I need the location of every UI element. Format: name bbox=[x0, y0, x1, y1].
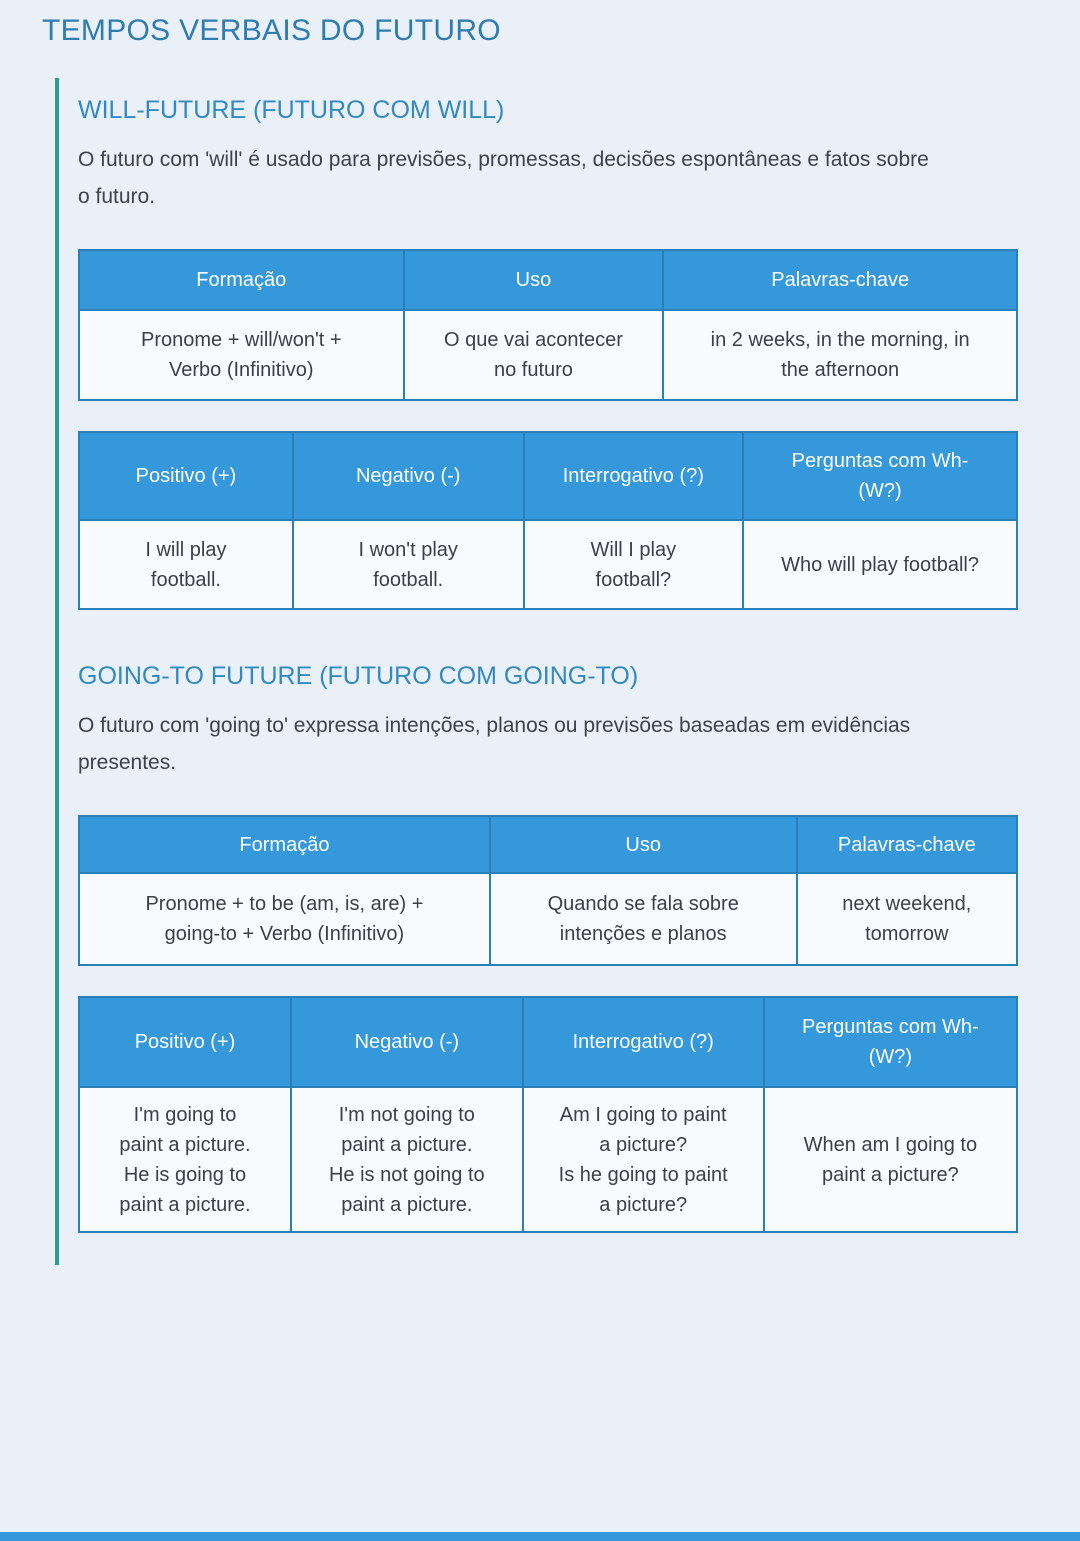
table-row: I'm going to paint a picture. He is goin… bbox=[78, 1086, 1019, 1233]
header-cell-palavras-chave: Palavras-chave bbox=[662, 249, 1018, 311]
cell-negativo: I won't play football. bbox=[291, 519, 525, 610]
section-heading-going-to: GOING-TO FUTURE (FUTURO COM GOING-TO) bbox=[78, 662, 639, 690]
cell-palavras-chave: in 2 weeks, in the morning, in the after… bbox=[662, 309, 1018, 401]
header-cell-uso: Uso bbox=[488, 815, 798, 874]
page-bottom-accent-bar bbox=[0, 1532, 1080, 1541]
cell-palavras-chave: next weekend, tomorrow bbox=[795, 872, 1019, 966]
section-will-future: WILL-FUTURE (FUTURO COM WILL) O futuro c… bbox=[78, 96, 1018, 610]
header-cell-interrogativo: Interrogativo (?) bbox=[522, 431, 745, 521]
table-row: Pronome + will/won't + Verbo (Infinitivo… bbox=[78, 309, 1018, 401]
will-formation-table: Formação Uso Palavras-chave Pronome + wi… bbox=[78, 249, 1018, 401]
page-title: TEMPOS VERBAIS DO FUTURO bbox=[42, 14, 501, 47]
section-description-going-to: O futuro com 'going to' expressa intençõ… bbox=[78, 714, 911, 774]
cell-wh-questions: Who will play football? bbox=[742, 519, 1018, 610]
section-heading-will: WILL-FUTURE (FUTURO COM WILL) bbox=[78, 96, 505, 124]
cell-formacao: Pronome + to be (am, is, are) + going-to… bbox=[78, 872, 491, 966]
table-row: Pronome + to be (am, is, are) + going-to… bbox=[78, 872, 1019, 966]
header-cell-uso: Uso bbox=[402, 249, 665, 311]
table-header-row: Formação Uso Palavras-chave bbox=[78, 249, 1018, 311]
table-header-row: Positivo (+) Negativo (-) Interrogativo … bbox=[78, 996, 1019, 1088]
cell-formacao: Pronome + will/won't + Verbo (Infinitivo… bbox=[78, 309, 405, 401]
cell-negativo: I'm not going to paint a picture. He is … bbox=[289, 1086, 524, 1233]
header-cell-interrogativo: Interrogativo (?) bbox=[521, 996, 765, 1088]
header-cell-wh-questions: Perguntas com Wh- (W?) bbox=[762, 996, 1019, 1088]
header-cell-formacao: Formação bbox=[78, 815, 491, 874]
header-cell-wh-questions: Perguntas com Wh- (W?) bbox=[742, 431, 1018, 521]
header-cell-palavras-chave: Palavras-chave bbox=[795, 815, 1019, 874]
going-to-forms-table: Positivo (+) Negativo (-) Interrogativo … bbox=[78, 996, 1019, 1233]
header-cell-negativo: Negativo (-) bbox=[289, 996, 524, 1088]
header-cell-formacao: Formação bbox=[78, 249, 405, 311]
table-row: I will play football. I won't play footb… bbox=[78, 519, 1018, 610]
content-area: WILL-FUTURE (FUTURO COM WILL) O futuro c… bbox=[55, 78, 1019, 1265]
section-going-to-future: GOING-TO FUTURE (FUTURO COM GOING-TO) O … bbox=[78, 662, 1019, 1233]
section-divider-gap bbox=[78, 640, 1018, 646]
header-cell-positivo: Positivo (+) bbox=[78, 996, 292, 1088]
going-to-formation-table: Formação Uso Palavras-chave Pronome + to… bbox=[78, 815, 1019, 966]
cell-interrogativo: Will I play football? bbox=[522, 519, 745, 610]
cell-interrogativo: Am I going to paint a picture? Is he goi… bbox=[521, 1086, 765, 1233]
will-forms-table: Positivo (+) Negativo (-) Interrogativo … bbox=[78, 431, 1018, 610]
header-cell-negativo: Negativo (-) bbox=[291, 431, 525, 521]
cell-positivo: I'm going to paint a picture. He is goin… bbox=[78, 1086, 292, 1233]
cell-wh-questions: When am I going to paint a picture? bbox=[762, 1086, 1019, 1233]
table-header-row: Positivo (+) Negativo (-) Interrogativo … bbox=[78, 431, 1018, 521]
table-header-row: Formação Uso Palavras-chave bbox=[78, 815, 1019, 874]
header-cell-positivo: Positivo (+) bbox=[78, 431, 294, 521]
section-description-will: O futuro com 'will' é usado para previsõ… bbox=[78, 148, 929, 208]
cell-positivo: I will play football. bbox=[78, 519, 294, 610]
cell-uso: O que vai acontecer no futuro bbox=[402, 309, 665, 401]
cell-uso: Quando se fala sobre intenções e planos bbox=[488, 872, 798, 966]
